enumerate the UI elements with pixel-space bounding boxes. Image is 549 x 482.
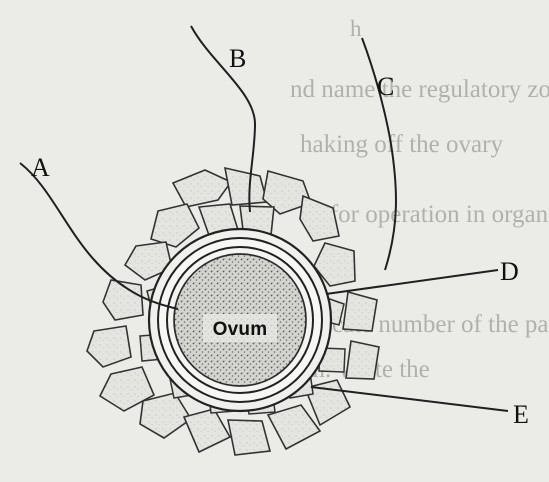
label-e: E [513,400,529,429]
cell-2 [225,168,267,205]
ovum-layers: Ovum [149,229,331,411]
cell-17 [228,420,270,455]
cell-5 [151,204,199,247]
cell-16 [184,409,230,452]
cell-12 [87,326,131,367]
ovum-label: Ovum [213,319,268,340]
label-b: B [229,44,246,73]
cell-18 [268,405,320,449]
label-a: A [31,153,50,182]
label-c: C [377,72,394,101]
cell-15 [140,393,191,438]
label-d: D [500,257,519,286]
cell-1 [173,170,231,207]
cell-11 [343,292,377,331]
cell-4 [300,196,339,241]
cell-13 [346,341,379,379]
